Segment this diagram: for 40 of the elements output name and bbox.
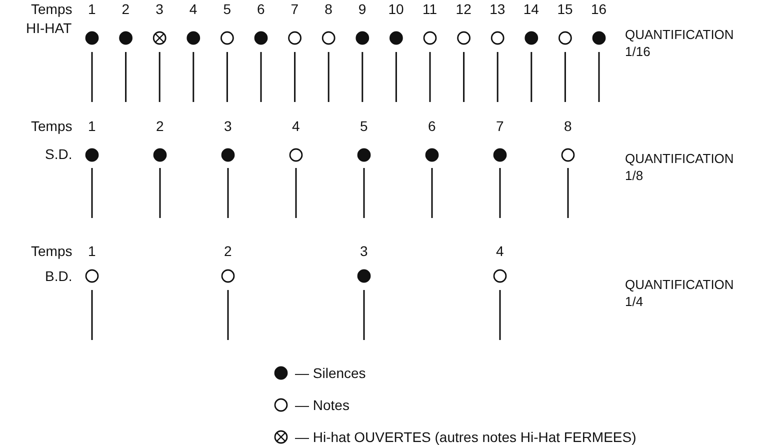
beat-number: 2 — [156, 118, 164, 134]
beat-number: 4 — [189, 1, 198, 17]
beat-number: 1 — [88, 118, 96, 134]
beat-number: 15 — [557, 1, 573, 17]
beat-number: 7 — [290, 1, 299, 17]
beat-number: 4 — [496, 243, 504, 259]
row-heading: Temps — [31, 1, 72, 17]
beat-number: 8 — [324, 1, 332, 17]
beat-number: 3 — [360, 243, 368, 259]
instrument-name: HI-HAT — [26, 20, 72, 36]
quantification-note: QUANTIFICATION 1/8 — [625, 150, 735, 184]
beat-number: 5 — [223, 1, 231, 17]
row-heading: Temps — [31, 118, 72, 134]
beat-number: 11 — [422, 1, 438, 17]
beat-number: 2 — [122, 1, 130, 17]
legend-text: — Silences — [295, 365, 366, 381]
beat-number: 3 — [156, 1, 164, 17]
row-heading: Temps — [31, 243, 72, 259]
beat-number: 6 — [428, 118, 436, 134]
beat-number: 2 — [224, 243, 232, 259]
beat-number: 10 — [388, 1, 404, 17]
quantification-note: QUANTIFICATION 1/4 — [625, 276, 735, 310]
beat-number: 6 — [257, 1, 265, 17]
beat-number: 7 — [496, 118, 504, 134]
instrument-name: B.D. — [45, 268, 72, 284]
beat-number: 4 — [292, 118, 300, 134]
beat-number: 12 — [456, 1, 472, 17]
beat-number: 8 — [564, 118, 572, 134]
instrument-name: S.D. — [45, 146, 72, 162]
beat-number: 14 — [523, 1, 539, 17]
legend-text: — Hi-hat OUVERTES (autres notes Hi-Hat FERMEES) — [295, 429, 636, 445]
beat-number: 16 — [591, 1, 607, 17]
beat-number: 1 — [88, 243, 96, 259]
beat-number: 13 — [490, 1, 506, 17]
beat-number: 5 — [360, 118, 368, 134]
quantification-note: QUANTIFICATION 1/16 — [625, 26, 735, 60]
beat-number: 9 — [358, 1, 366, 17]
beat-number: 1 — [88, 1, 96, 17]
legend-text: — Notes — [295, 397, 350, 413]
beat-number: 3 — [224, 118, 232, 134]
